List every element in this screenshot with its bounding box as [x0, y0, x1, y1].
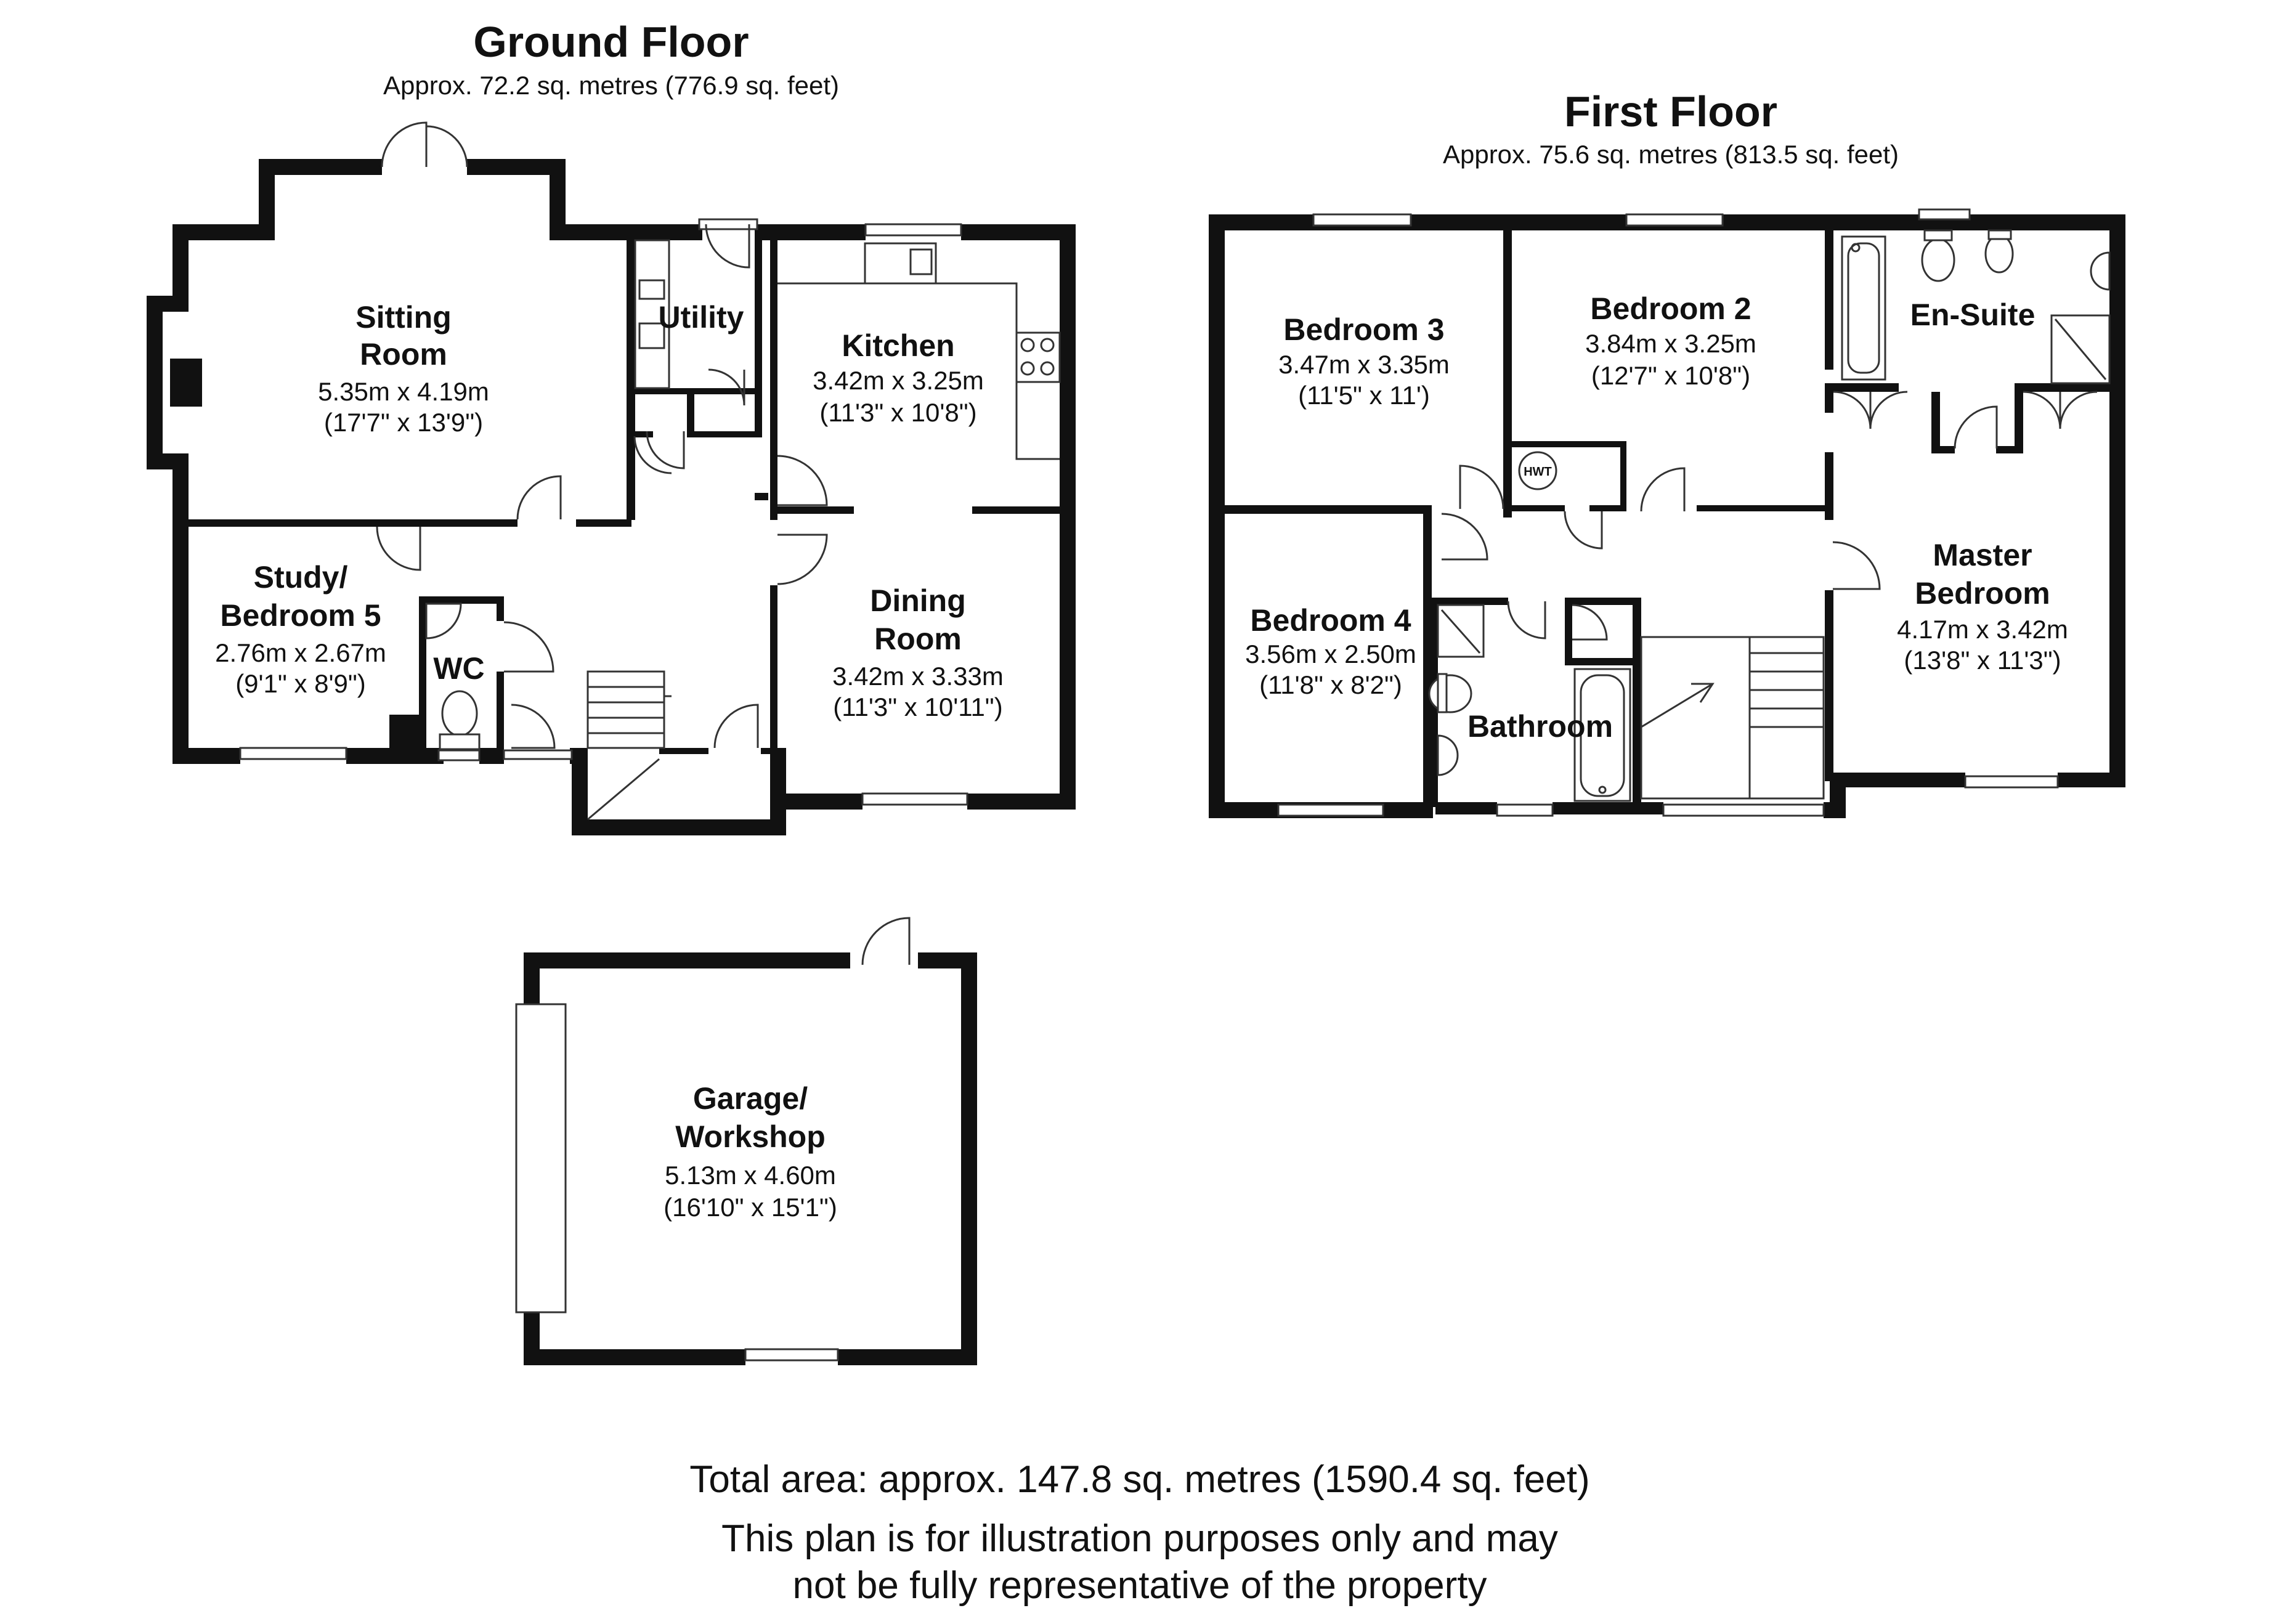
master-bedroom-name-1: Master [1933, 538, 2032, 572]
bedroom-2-name: Bedroom 2 [1590, 291, 1751, 326]
garage-dim-m: 5.13m x 4.60m [665, 1161, 836, 1190]
first-floor-fixtures: HWT [1277, 208, 2111, 817]
study-dim-m: 2.76m x 2.67m [215, 638, 386, 667]
bedroom-2-dim-ft: (12'7" x 10'8") [1591, 361, 1750, 390]
bedroom-3-dim-ft: (11'5" x 11') [1298, 381, 1430, 410]
kitchen-dim-ft: (11'3" x 10'8") [819, 398, 976, 427]
ground-floor-walls [147, 159, 1076, 835]
bedroom-4-dim-m: 3.56m x 2.50m [1245, 639, 1416, 668]
ground-floor-title: Ground Floor [473, 18, 749, 66]
bathroom-name: Bathroom [1467, 709, 1613, 744]
hwt-label: HWT [1524, 465, 1552, 479]
disclaimer-line-2: not be fully representative of the prope… [793, 1564, 1487, 1607]
ground-floor-labels: Sitting Room 5.35m x 4.19m (17'7" x 13'9… [215, 300, 1004, 721]
total-area: Total area: approx. 147.8 sq. metres (15… [689, 1458, 1589, 1501]
bedroom-3-dim-m: 3.47m x 3.35m [1278, 350, 1450, 379]
utility-name: Utility [659, 300, 744, 335]
bedroom-2-dim-m: 3.84m x 3.25m [1585, 329, 1756, 358]
garage-dim-ft: (16'10" x 15'1") [664, 1193, 837, 1222]
first-floor-walls [1209, 214, 2125, 818]
first-floor-title: First Floor [1564, 87, 1777, 136]
disclaimer-line-1: This plan is for illustration purposes o… [721, 1517, 1558, 1560]
sitting-room-dim-ft: (17'7" x 13'9") [324, 408, 483, 437]
bedroom-4-dim-ft: (11'8" x 8'2") [1259, 670, 1402, 699]
dining-room-dim-ft: (11'3" x 10'11") [833, 692, 1002, 721]
sitting-room-name-1: Sitting [355, 300, 452, 335]
master-bedroom-dim-m: 4.17m x 3.42m [1897, 615, 2068, 644]
study-name-2: Bedroom 5 [220, 598, 381, 633]
footer: Total area: approx. 147.8 sq. metres (15… [689, 1458, 1589, 1607]
first-floor-labels: Bedroom 3 3.47m x 3.35m (11'5" x 11') Be… [1245, 291, 2068, 744]
garage: Garage/ Workshop 5.13m x 4.60m (16'10" x… [515, 917, 977, 1365]
garage-name-2: Workshop [675, 1119, 826, 1154]
hwt-cylinder-icon [1518, 451, 1557, 490]
first-floor-area: Approx. 75.6 sq. metres (813.5 sq. feet) [1443, 140, 1899, 169]
bedroom-3-name: Bedroom 3 [1283, 312, 1444, 347]
dining-room-name-1: Dining [870, 583, 966, 618]
dining-room-name-2: Room [874, 622, 962, 656]
en-suite-name: En-Suite [1910, 298, 2036, 332]
kitchen-name: Kitchen [842, 328, 954, 363]
study-dim-ft: (9'1" x 8'9") [235, 669, 366, 698]
sitting-room-name-2: Room [360, 337, 447, 371]
ground-floor-fixtures [239, 121, 1061, 821]
first-floor: First Floor Approx. 75.6 sq. metres (813… [1209, 87, 2125, 818]
dining-room-dim-m: 3.42m x 3.33m [832, 662, 1004, 691]
wc-name: WC [433, 651, 484, 686]
ground-floor: Ground Floor Approx. 72.2 sq. metres (77… [147, 18, 1076, 835]
master-bedroom-name-2: Bedroom [1915, 576, 2050, 611]
garage-name-1: Garage/ [693, 1081, 808, 1116]
ground-floor-area: Approx. 72.2 sq. metres (776.9 sq. feet) [383, 71, 839, 100]
bedroom-4-name: Bedroom 4 [1250, 603, 1411, 638]
master-bedroom-dim-ft: (13'8" x 11'3") [1904, 646, 2061, 675]
kitchen-dim-m: 3.42m x 3.25m [813, 366, 984, 395]
sitting-room-dim-m: 5.35m x 4.19m [318, 377, 489, 406]
study-name-1: Study/ [254, 560, 348, 595]
